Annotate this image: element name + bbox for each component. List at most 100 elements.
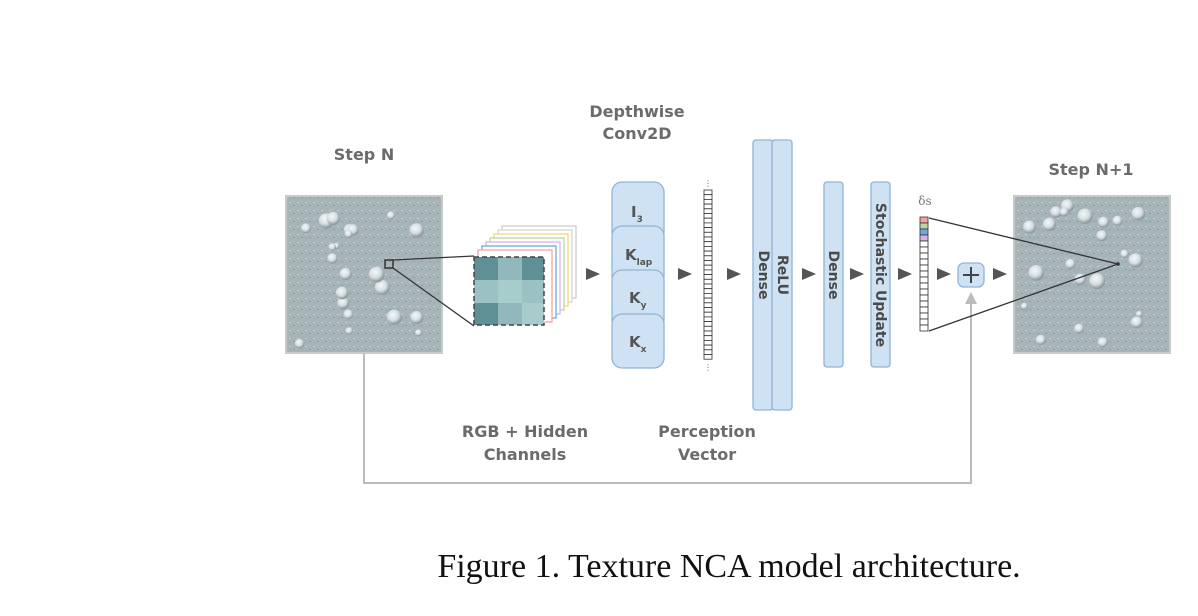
perception-cell: [703, 344, 713, 351]
cell-neighborhood-grid: [473, 256, 545, 326]
step-n1-texture: [1013, 195, 1171, 354]
texture-blob: [386, 211, 396, 220]
texture-blob: [1074, 323, 1085, 334]
arrow-right-icon: [727, 268, 741, 280]
arrow-right-icon: [802, 268, 816, 280]
skip-arrowhead-icon: [965, 292, 977, 304]
texture-blob: [1096, 230, 1108, 242]
step-n-label: Step N: [334, 145, 394, 164]
perception-cell: [703, 311, 713, 318]
texture-blob: [1098, 216, 1110, 228]
texture-blob: [344, 230, 353, 238]
delta-cell: [919, 306, 929, 314]
texture-blob: [1042, 217, 1057, 231]
projection-line-bottom: [928, 263, 1119, 332]
svg-text:ReLU: ReLU: [774, 255, 790, 295]
perception-cell: [703, 227, 713, 233]
arrow-right-icon: [937, 268, 951, 280]
perception-cell: [703, 269, 713, 275]
delta-s-vector: [919, 216, 929, 332]
ellipsis-top-icon: ⋮: [704, 179, 712, 188]
texture-blob: [1065, 258, 1076, 270]
skip-connection-line: [363, 300, 972, 484]
texture-blob: [410, 311, 424, 324]
perception-cell: [703, 217, 713, 224]
texture-blob: [415, 329, 422, 337]
texture-blob: [327, 253, 338, 264]
perception-cell: [703, 241, 713, 247]
step-n1-label: Step N+1: [1049, 160, 1134, 179]
texture-blob: [326, 211, 340, 226]
perception-cell: [703, 339, 713, 346]
perception-cell: [703, 250, 713, 257]
delta-cell: [919, 222, 929, 230]
perception-cell: [703, 189, 713, 196]
relu-layer: ReLU: [771, 139, 793, 411]
texture-blob: [1021, 302, 1028, 310]
delta-cell: [919, 216, 929, 224]
kernel-laplacian: Klap: [625, 246, 653, 268]
perception-label-line1: Perception: [658, 422, 756, 441]
texture-blob: [1059, 207, 1069, 217]
delta-cell: [919, 252, 929, 260]
ellipsis-bottom-icon: ⋮: [704, 363, 712, 372]
zoom-line-top: [392, 255, 475, 261]
perception-cell: [703, 213, 713, 219]
texture-blob: [368, 266, 385, 283]
texture-blob: [1028, 265, 1045, 281]
perception-cell: [703, 292, 713, 299]
texture-blob: [301, 223, 311, 234]
perception-cell: [703, 222, 713, 228]
sample-cell-marker: [384, 259, 394, 269]
perception-cell: [703, 236, 713, 243]
texture-blob: [1136, 310, 1143, 317]
delta-cell: [919, 234, 929, 242]
delta-cell: [919, 258, 929, 266]
channel-stack: [473, 225, 577, 326]
perception-cell: [703, 208, 713, 214]
delta-cell: [919, 300, 929, 308]
rgb-hidden-label-line2: Channels: [484, 445, 567, 464]
arrow-right-icon: [586, 268, 600, 280]
perception-cell: [703, 288, 713, 294]
perception-cell: [703, 325, 713, 332]
kernel-sobel-y: Ky: [629, 289, 647, 311]
delta-cell: [919, 270, 929, 278]
perception-cell: [703, 330, 713, 337]
texture-blob: [339, 267, 352, 281]
perception-cell: [703, 302, 713, 308]
perception-cell: [703, 203, 713, 210]
texture-blob: [374, 280, 390, 296]
delta-cell: [919, 282, 929, 290]
perception-cell: [703, 198, 713, 205]
plus-icon: [957, 262, 985, 288]
projection-line-top: [928, 217, 1119, 265]
delta-cell: [919, 246, 929, 254]
svg-text:Dense: Dense: [755, 251, 771, 300]
depthwise-label-line2: Conv2D: [603, 124, 672, 143]
output-cell-marker: [1116, 262, 1120, 266]
delta-cell: [919, 276, 929, 284]
texture-blob: [1035, 334, 1046, 345]
texture-blob: [335, 286, 349, 300]
rgb-hidden-label-line1: RGB + Hidden: [462, 422, 588, 441]
perception-cell: [703, 321, 713, 327]
arrow-right-icon: [993, 268, 1007, 280]
delta-cell: [919, 318, 929, 326]
figure-caption: Figure 1. Texture NCA model architecture…: [437, 548, 1021, 585]
dense-layer-2: Dense: [823, 181, 844, 368]
perception-cell: [703, 245, 713, 252]
kernel-stack: I3 Klap Ky Kx: [611, 181, 665, 369]
perception-cell: [703, 297, 713, 304]
perception-cell: [703, 264, 713, 271]
perception-vector: ⋮⋮: [703, 179, 713, 372]
perception-cell: [703, 231, 713, 238]
zoom-line-bottom: [392, 267, 475, 327]
texture-blob: [345, 327, 353, 335]
texture-blob: [1077, 208, 1093, 224]
arrow-right-icon: [678, 268, 692, 280]
texture-blob: [343, 309, 354, 320]
texture-blob: [1131, 206, 1146, 221]
texture-blob: [337, 297, 350, 310]
